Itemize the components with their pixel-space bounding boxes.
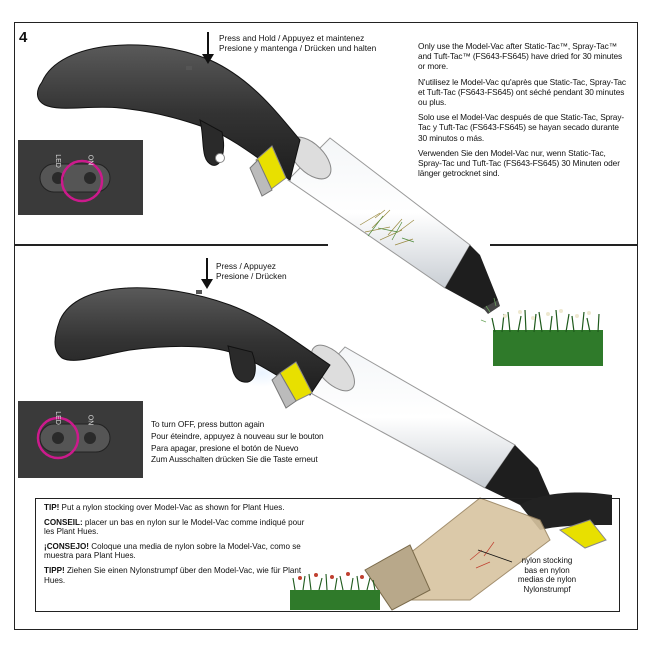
switch-inset-middle	[18, 401, 143, 478]
instruction-fr: N'utilisez le Model-Vac qu'après que Sta…	[418, 76, 626, 108]
press-hold-label: Press and Hold / Appuyez et maintenez Pr…	[219, 33, 376, 53]
press-hold-label-line2: Presione y mantenga / Drücken und halten	[219, 43, 377, 53]
turn-off-fr: Pour éteindre, appuyez à nouveau sur le …	[151, 430, 324, 441]
vacuum-top	[37, 32, 500, 314]
tip-box	[35, 498, 620, 612]
grass-clump-tip	[290, 572, 380, 610]
tip-en-label: TIP!	[44, 503, 60, 512]
press-label-line2: Presione / Drücken	[216, 271, 287, 281]
grass-clump-top	[480, 297, 603, 366]
stocking-labels: nylon stocking bas en nylon medias de ny…	[512, 556, 582, 594]
tip-fr-text: placer un bas en nylon sur le Model-Vac …	[44, 517, 305, 537]
divider-right	[490, 244, 637, 246]
tip-es-label: ¡CONSEJO!	[44, 541, 89, 551]
turn-off-en: To turn OFF, press button again	[151, 419, 265, 429]
vacuum-middle	[54, 258, 552, 505]
tip-fr: CONSEIL: placer un bas en nylon sur le M…	[44, 518, 314, 537]
tip-en: TIP! Put a nylon stocking over Model-Vac…	[44, 503, 314, 513]
tip-text: TIP! Put a nylon stocking over Model-Vac…	[44, 503, 314, 590]
stocking-label-fr: bas en nylon	[524, 565, 570, 575]
turn-off-es: Para apagar, presione el botón de Nuevo	[151, 442, 299, 453]
switch-led-label-top: LED	[53, 154, 61, 168]
instruction-es: Solo use el Model-Vac después de que Sta…	[418, 112, 625, 143]
turn-off-de: Zum Ausschalten drücken Sie die Taste er…	[151, 454, 318, 465]
dry-instructions: Only use the Model-Vac after Static-Tac™…	[418, 41, 630, 183]
tip-es-text: Coloque una media de nylon sobre la Mode…	[44, 541, 301, 561]
switch-on-label-middle: ON	[86, 414, 94, 426]
tip-fr-label: CONSEIL:	[44, 517, 83, 527]
instruction-en: Only use the Model-Vac after Static-Tac™…	[418, 41, 623, 72]
tip-de-text: Ziehen Sie einen Nylonstrumpf über den M…	[44, 565, 302, 585]
switch-inset-top	[18, 140, 143, 215]
stocking-vacuum	[364, 492, 612, 611]
press-label-line1: Press / Appuyez	[216, 261, 276, 271]
instruction-de: Verwenden Sie den Model-Vac nur, wenn St…	[418, 147, 620, 179]
step-number: 4	[19, 29, 28, 46]
tip-en-text: Put a nylon stocking over Model-Vac as s…	[61, 503, 285, 512]
stocking-label-es: medias de nylon	[517, 575, 577, 584]
stocking-label-en: nylon stocking	[521, 556, 573, 565]
switch-on-label-top: ON	[86, 154, 94, 166]
switch-led-label-middle: LED	[53, 411, 61, 425]
turn-off-instructions: To turn OFF, press button again Pour éte…	[151, 419, 381, 466]
press-hold-label-line1: Press and Hold / Appuyez et maintenez	[219, 33, 365, 43]
tip-de-label: TIPP!	[44, 565, 65, 575]
tip-de: TIPP! Ziehen Sie einen Nylonstrumpf über…	[44, 566, 314, 585]
stocking-label-de: Nylonstrumpf	[523, 584, 571, 594]
divider-left	[15, 244, 328, 246]
press-label: Press / Appuyez Presione / Drücken	[216, 261, 287, 281]
page-frame	[14, 22, 638, 630]
tip-es: ¡CONSEJO! Coloque una media de nylon sob…	[44, 542, 314, 561]
